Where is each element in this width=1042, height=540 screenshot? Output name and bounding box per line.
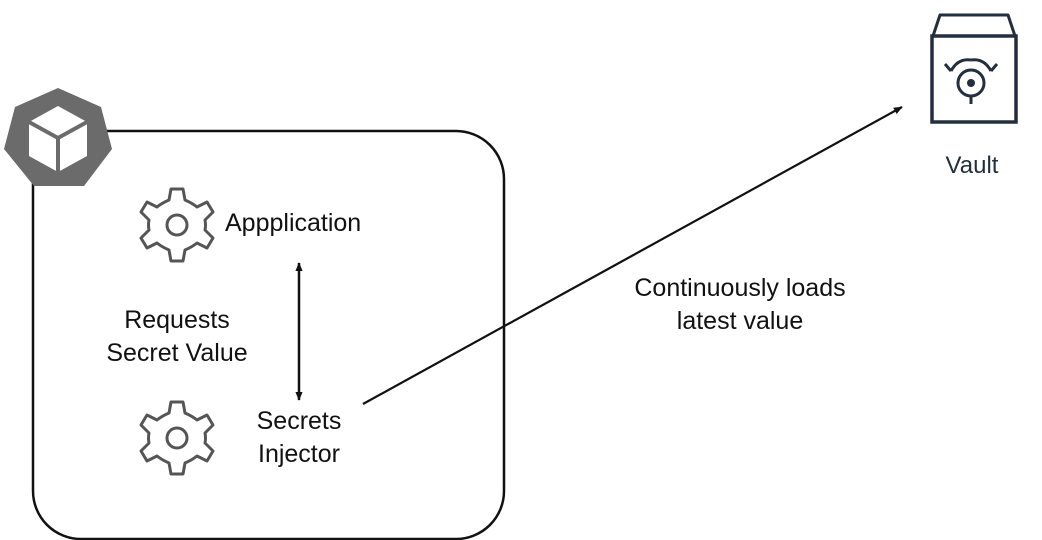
injector-label-line2: Injector <box>258 440 340 468</box>
edge-label-line2: latest value <box>676 307 804 335</box>
vault-safe-icon <box>930 13 1018 124</box>
application-gear-icon <box>139 187 215 263</box>
edge-label-line1: Continuously loads <box>634 274 846 302</box>
application-label-text: Appplication <box>225 209 362 237</box>
request-label-line2: Secret Value <box>106 339 248 367</box>
vault-label: Vault <box>945 152 999 179</box>
injector-label-line1: Secrets <box>256 407 342 435</box>
injector-label: Secrets Injector <box>244 405 354 471</box>
edge-label: Continuously loads latest value <box>615 272 865 338</box>
kubernetes-pod-cube-icon <box>4 88 112 186</box>
request-label-line1: Requests <box>124 306 230 334</box>
load-arrow <box>362 106 903 405</box>
request-label: Requests Secret Value <box>92 304 262 370</box>
injector-gear-icon <box>139 400 215 476</box>
application-label: Appplication <box>225 207 361 240</box>
pod-container <box>31 129 506 540</box>
